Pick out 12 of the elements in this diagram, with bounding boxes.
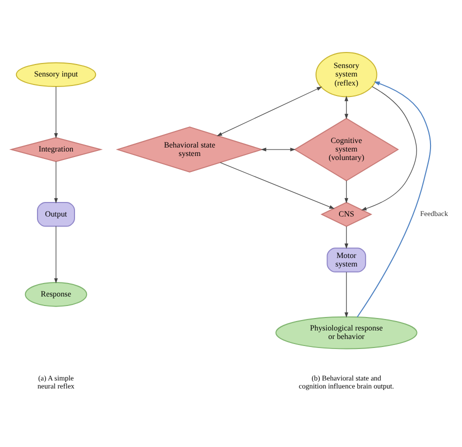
arrow bbox=[361, 86, 417, 210]
arrow bbox=[220, 162, 335, 209]
arrow bbox=[344, 272, 348, 318]
arrow bbox=[344, 96, 348, 120]
arrow bbox=[356, 82, 432, 318]
arrow bbox=[260, 148, 296, 152]
arrow bbox=[54, 86, 58, 138]
arrow bbox=[54, 161, 58, 204]
arrow bbox=[344, 226, 348, 249]
arrow bbox=[54, 226, 58, 284]
arrow bbox=[216, 86, 322, 136]
arrow bbox=[344, 180, 348, 204]
